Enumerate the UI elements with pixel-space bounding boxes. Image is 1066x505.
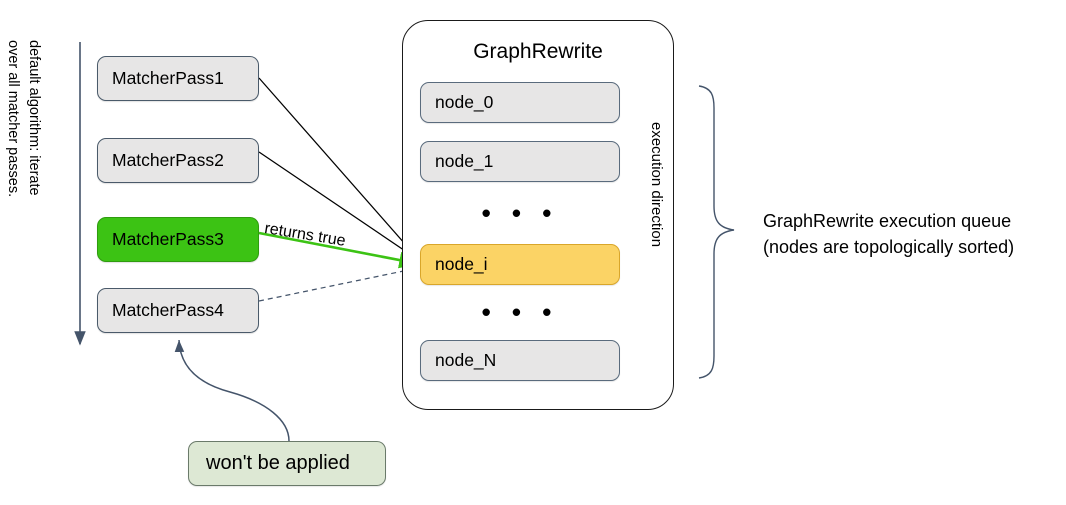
graphrewrite-title: GraphRewrite — [473, 40, 603, 63]
node-box-i[interactable]: node_i — [420, 244, 620, 285]
matcher-pass-4-box[interactable]: MatcherPass4 — [97, 288, 259, 333]
node-box-0-label: node_0 — [435, 92, 494, 112]
wont-be-applied-note[interactable]: won't be applied — [188, 441, 386, 486]
matcher-pass-3-label: MatcherPass3 — [112, 229, 224, 249]
node-box-i-label: node_i — [435, 254, 488, 274]
matcher-pass-2-box[interactable]: MatcherPass2 — [97, 138, 259, 183]
queue-brace — [698, 85, 735, 379]
node-box-1-label: node_1 — [435, 151, 494, 171]
node-box-0[interactable]: node_0 — [420, 82, 620, 123]
matcher-pass-3-box[interactable]: MatcherPass3 — [97, 217, 259, 262]
default-algorithm-caption: default algorithm: iterate over all matc… — [2, 40, 44, 197]
matcher-pass-1-label: MatcherPass1 — [112, 68, 224, 88]
ellipsis-upper: • • • — [481, 198, 559, 228]
default-algorithm-caption-line2: over all matcher passes. — [4, 40, 21, 198]
queue-caption-line1: GraphRewrite execution queue — [763, 211, 1012, 231]
queue-caption: GraphRewrite execution queue (nodes are … — [763, 209, 1014, 260]
wont-be-applied-label: won't be applied — [206, 452, 350, 474]
connector-pass4-to-nodei — [258, 266, 419, 302]
matcher-pass-2-label: MatcherPass2 — [112, 150, 224, 170]
matcher-pass-4-label: MatcherPass4 — [112, 300, 224, 320]
node-box-n[interactable]: node_N — [420, 340, 620, 381]
queue-caption-line2: (nodes are topologically sorted) — [763, 236, 1015, 257]
matcher-pass-1-box[interactable]: MatcherPass1 — [97, 56, 259, 101]
returns-true-label: returns true — [263, 220, 347, 250]
execution-direction-caption: execution direction — [648, 122, 665, 248]
note-to-pass4-arrow — [174, 339, 290, 442]
node-box-1[interactable]: node_1 — [420, 141, 620, 182]
ellipsis-lower: • • • — [481, 297, 559, 327]
node-box-n-label: node_N — [435, 350, 497, 370]
default-algorithm-caption-line1: default algorithm: iterate — [26, 40, 42, 196]
